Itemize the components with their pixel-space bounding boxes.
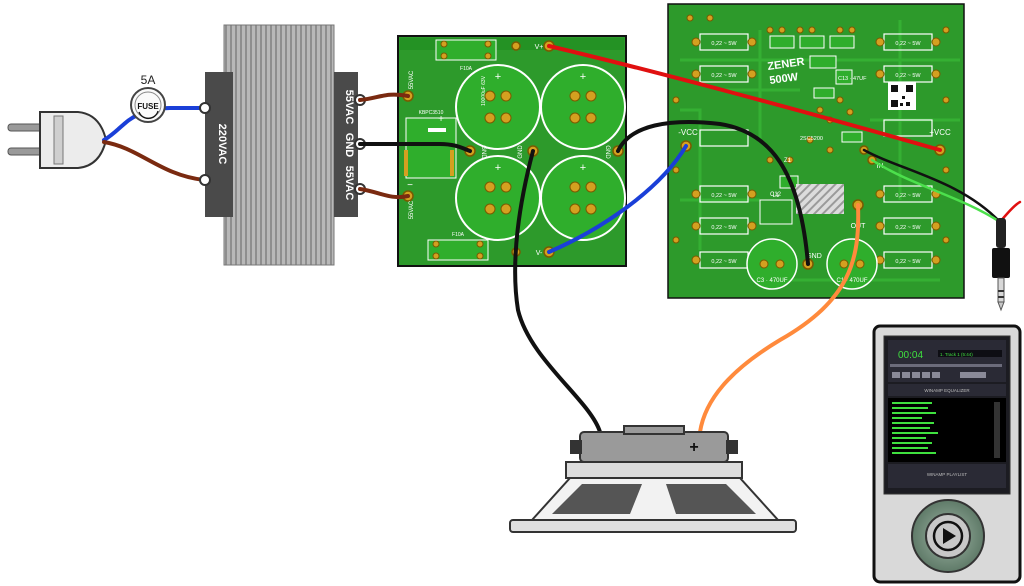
psu-vminus: V- bbox=[536, 250, 543, 257]
c3-label: C3 · 470UF bbox=[756, 278, 787, 284]
secondary-gnd-label: GND bbox=[343, 133, 355, 158]
psu-gnd-c: GND bbox=[604, 145, 610, 159]
resistor-label: 0,22 ~ 5W bbox=[711, 73, 737, 79]
secondary-bot-label: 55VAC bbox=[343, 166, 355, 201]
fuse-top-label: F10A bbox=[460, 66, 473, 72]
fuse-label: FUSE bbox=[137, 102, 159, 111]
qr-code bbox=[888, 82, 916, 110]
wire-speaker-pos bbox=[698, 203, 861, 434]
psu-gnd-a: GND bbox=[480, 145, 486, 159]
plug-icon bbox=[7, 111, 108, 169]
amp-brand: ZENER bbox=[767, 56, 806, 73]
psu-board: 10000uF 63V + + + + KBPC3510 + − F10A F1… bbox=[397, 35, 627, 267]
amp-in: IN bbox=[877, 163, 884, 170]
wire-55vac-bot bbox=[358, 187, 410, 200]
cap-polarity-plus: + bbox=[580, 162, 586, 174]
amp-vcc-pos: +VCC bbox=[929, 128, 951, 137]
resistor-label: 0,22 ~ 5W bbox=[895, 259, 921, 265]
resistor-label: 0,22 ~ 5W bbox=[895, 73, 921, 79]
c12-label: C12 bbox=[770, 192, 782, 198]
fuse-holder bbox=[427, 239, 489, 261]
resistor-label: 0,22 ~ 5W bbox=[711, 193, 737, 199]
transistor-label: 2SC5200 bbox=[800, 136, 823, 142]
fuse-pads bbox=[432, 40, 492, 260]
heatsink-pad bbox=[796, 184, 844, 214]
zener-label: Z1 bbox=[784, 158, 792, 164]
resistor-label: 0,22 ~ 5W bbox=[895, 41, 921, 47]
amp-pads bbox=[672, 14, 950, 265]
cap-polarity-plus: + bbox=[495, 71, 501, 83]
cap-polarity-plus: + bbox=[495, 162, 501, 174]
psu-input-bot: 55VAC bbox=[409, 200, 415, 219]
fuse-icon: 5A FUSE bbox=[130, 73, 166, 123]
capacitor-pads bbox=[484, 90, 597, 215]
amp-vcc-neg: -VCC bbox=[678, 128, 698, 137]
psu-vplus: V+ bbox=[535, 44, 544, 51]
amplifier-board: 0,22 ~ 5W 0,22 ~ 5W 0,22 ~ 5W 0,22 ~ 5W … bbox=[667, 3, 965, 299]
audio-jack-icon bbox=[992, 218, 1010, 312]
speaker-icon: + bbox=[509, 425, 797, 533]
resistor-label: 0,22 ~ 5W bbox=[711, 41, 737, 47]
c13-label: C13 · 47UF bbox=[838, 76, 867, 82]
resistor-label: 0,22 ~ 5W bbox=[895, 193, 921, 199]
bridge-plus: + bbox=[438, 114, 444, 125]
wire-vplus bbox=[547, 44, 942, 152]
amp-model: 500W bbox=[769, 71, 800, 87]
fuse-rating: 5A bbox=[141, 73, 156, 87]
wire-speaker-neg bbox=[513, 149, 602, 434]
play-icon[interactable] bbox=[932, 520, 964, 552]
resistor-label: 0,22 ~ 5W bbox=[711, 259, 737, 265]
psu-input-top: 55VAC bbox=[409, 70, 415, 89]
amp-gnd: GND bbox=[806, 253, 822, 260]
filter-capacitor bbox=[455, 64, 626, 241]
wire-signal-in bbox=[870, 158, 1002, 224]
wire-signal-gnd bbox=[862, 148, 1002, 224]
bridge-label: KBPC3510 bbox=[419, 110, 444, 116]
wire-gnd-psu bbox=[358, 142, 472, 153]
bridge-minus: − bbox=[407, 180, 413, 191]
speaker-plus: + bbox=[689, 439, 698, 456]
bridge-rectifier bbox=[405, 117, 457, 179]
player-time: 00:04 bbox=[898, 350, 923, 361]
cap-value-label: 10000uF 63V bbox=[481, 75, 487, 106]
secondary-top-label: 55VAC bbox=[343, 90, 355, 125]
wire-vminus bbox=[547, 144, 688, 254]
cap-polarity-plus: + bbox=[580, 71, 586, 83]
music-player-icon: 00:04 1. Track 1 (5:44) WINAMP EQUALIZER… bbox=[872, 324, 1022, 584]
transformer-icon: 220VAC 55VAC GND 55VAC bbox=[199, 24, 366, 266]
player-eq-label: WINAMP EQUALIZER bbox=[924, 388, 970, 393]
player-track: 1. Track 1 (5:44) bbox=[940, 352, 973, 357]
wire-gnd-amp bbox=[616, 120, 810, 266]
fuse-holder bbox=[435, 39, 497, 61]
player-playlist-label: WINAMP PLAYLIST bbox=[927, 472, 968, 477]
resistor-label: 0,22 ~ 5W bbox=[895, 225, 921, 231]
primary-voltage-label: 220VAC bbox=[216, 124, 228, 165]
mains-cord-brown bbox=[102, 140, 206, 182]
fuse-bot-label: F10A bbox=[452, 232, 465, 238]
psu-gnd-b: GND bbox=[518, 145, 524, 159]
resistor-label: 0,22 ~ 5W bbox=[711, 225, 737, 231]
wire-55vac-top bbox=[358, 92, 410, 102]
coil-label: L1 bbox=[773, 193, 780, 199]
psu-terminals bbox=[402, 40, 624, 258]
c1-label: C1 · 470UF bbox=[836, 278, 867, 284]
